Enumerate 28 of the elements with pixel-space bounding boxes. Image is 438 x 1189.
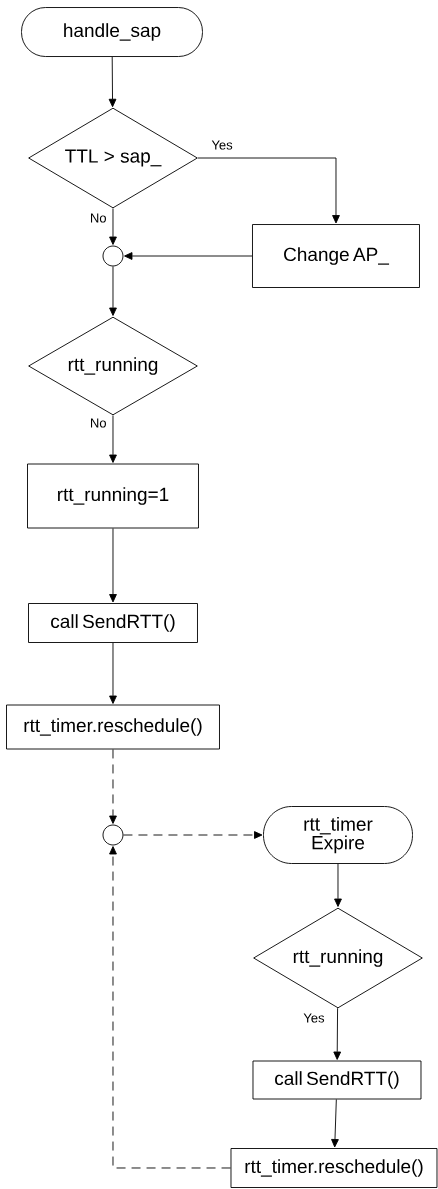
process-box: Change AP_ xyxy=(252,224,420,288)
terminal-box: rtt_timer Expire xyxy=(263,806,413,864)
edge-label: No xyxy=(91,418,106,428)
dashed-arrow xyxy=(109,846,231,1169)
arrow xyxy=(331,1099,339,1148)
terminal-box: handle_sap xyxy=(21,7,203,57)
arrow xyxy=(109,642,117,704)
process-box: rtt_timer.reschedule() xyxy=(230,1148,438,1188)
arrow xyxy=(124,252,253,260)
process-box: rtt_timer.reschedule() xyxy=(6,704,220,750)
junction-circle xyxy=(102,245,124,267)
junction-circle xyxy=(102,824,124,846)
edge-label: Yes xyxy=(211,140,233,150)
arrow xyxy=(197,157,340,224)
dashed-arrow xyxy=(123,831,263,839)
arrow xyxy=(109,528,117,603)
arrow xyxy=(109,208,117,245)
edge-label: Yes xyxy=(303,1013,325,1023)
arrow xyxy=(333,1007,342,1060)
arrow xyxy=(109,266,117,316)
arrow xyxy=(108,56,117,108)
process-box: call SendRTT() xyxy=(252,1060,422,1100)
process-box: rtt_running=1 xyxy=(27,463,199,529)
process-box: call SendRTT() xyxy=(28,603,198,643)
edge-label: No xyxy=(91,213,106,223)
dashed-arrow xyxy=(109,749,117,824)
arrow xyxy=(334,863,342,907)
arrow xyxy=(109,415,117,463)
